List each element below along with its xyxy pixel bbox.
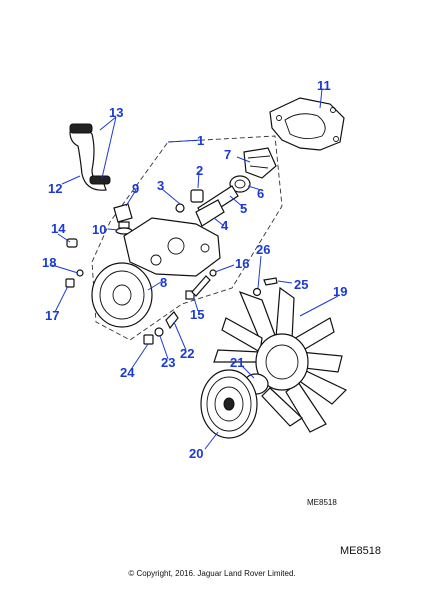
callout-2: 2 (196, 163, 203, 178)
pump-body[interactable] (123, 217, 221, 277)
viscous-coupling-part-20[interactable] (200, 369, 258, 439)
catalog-reference: ME8518 (340, 545, 381, 557)
callout-5: 5 (240, 201, 247, 216)
fan-part-19[interactable] (213, 286, 348, 433)
callout-15: 15 (190, 307, 204, 322)
callout-9: 9 (132, 181, 139, 196)
callout-22: 22 (180, 346, 194, 361)
callout-7: 7 (224, 147, 231, 162)
callout-13: 13 (109, 105, 123, 120)
callout-3: 3 (157, 178, 164, 193)
callout-11: 11 (317, 78, 331, 93)
callout-24: 24 (120, 365, 135, 380)
hose-clip-upper (69, 123, 93, 134)
nut-part-24[interactable] (143, 334, 154, 345)
callout-17: 17 (45, 308, 59, 323)
pulley-part-8[interactable] (91, 262, 153, 328)
plug-part-14[interactable] (66, 238, 78, 248)
copyright-notice: © Copyright, 2016. Jaguar Land Rover Lim… (128, 569, 296, 578)
washer-part-16[interactable] (209, 269, 217, 277)
washer-part-26[interactable] (252, 287, 262, 297)
callout-18: 18 (42, 255, 56, 270)
bolt-part-15[interactable] (185, 275, 211, 300)
bolt-part-25[interactable] (263, 277, 278, 286)
callout-19: 19 (333, 284, 347, 299)
callout-12: 12 (48, 181, 62, 196)
callout-4: 4 (221, 218, 229, 233)
callout-14: 14 (51, 221, 66, 236)
stud-part-22[interactable] (165, 311, 179, 330)
impeller-part-7[interactable] (243, 147, 277, 179)
washer-part-23[interactable] (154, 327, 164, 337)
callout-8: 8 (160, 275, 167, 290)
callout-labels: 11 13 1 7 2 12 3 9 6 5 4 10 14 26 18 16 … (42, 78, 347, 461)
callout-1: 1 (197, 133, 204, 148)
fitting-part-9[interactable] (113, 203, 133, 229)
callout-23: 23 (161, 355, 175, 370)
hose-clip-lower (89, 175, 111, 185)
fitting-part-2[interactable] (190, 189, 204, 203)
nut-part-17[interactable] (65, 278, 75, 288)
callout-20: 20 (189, 446, 203, 461)
callout-10: 10 (92, 222, 106, 237)
callout-6: 6 (257, 186, 264, 201)
callout-21: 21 (230, 355, 244, 370)
gasket-part-11[interactable] (269, 97, 345, 151)
drawing-reference: ME8518 (307, 498, 337, 507)
washer-part-3[interactable] (175, 203, 185, 213)
callout-16: 16 (235, 256, 249, 271)
seal-part-6[interactable] (229, 175, 251, 193)
callout-25: 25 (294, 277, 308, 292)
hose-part-12[interactable] (69, 123, 111, 191)
leader-lines (51, 88, 339, 450)
callout-26: 26 (256, 242, 270, 257)
bearing-part-4[interactable] (195, 199, 225, 227)
